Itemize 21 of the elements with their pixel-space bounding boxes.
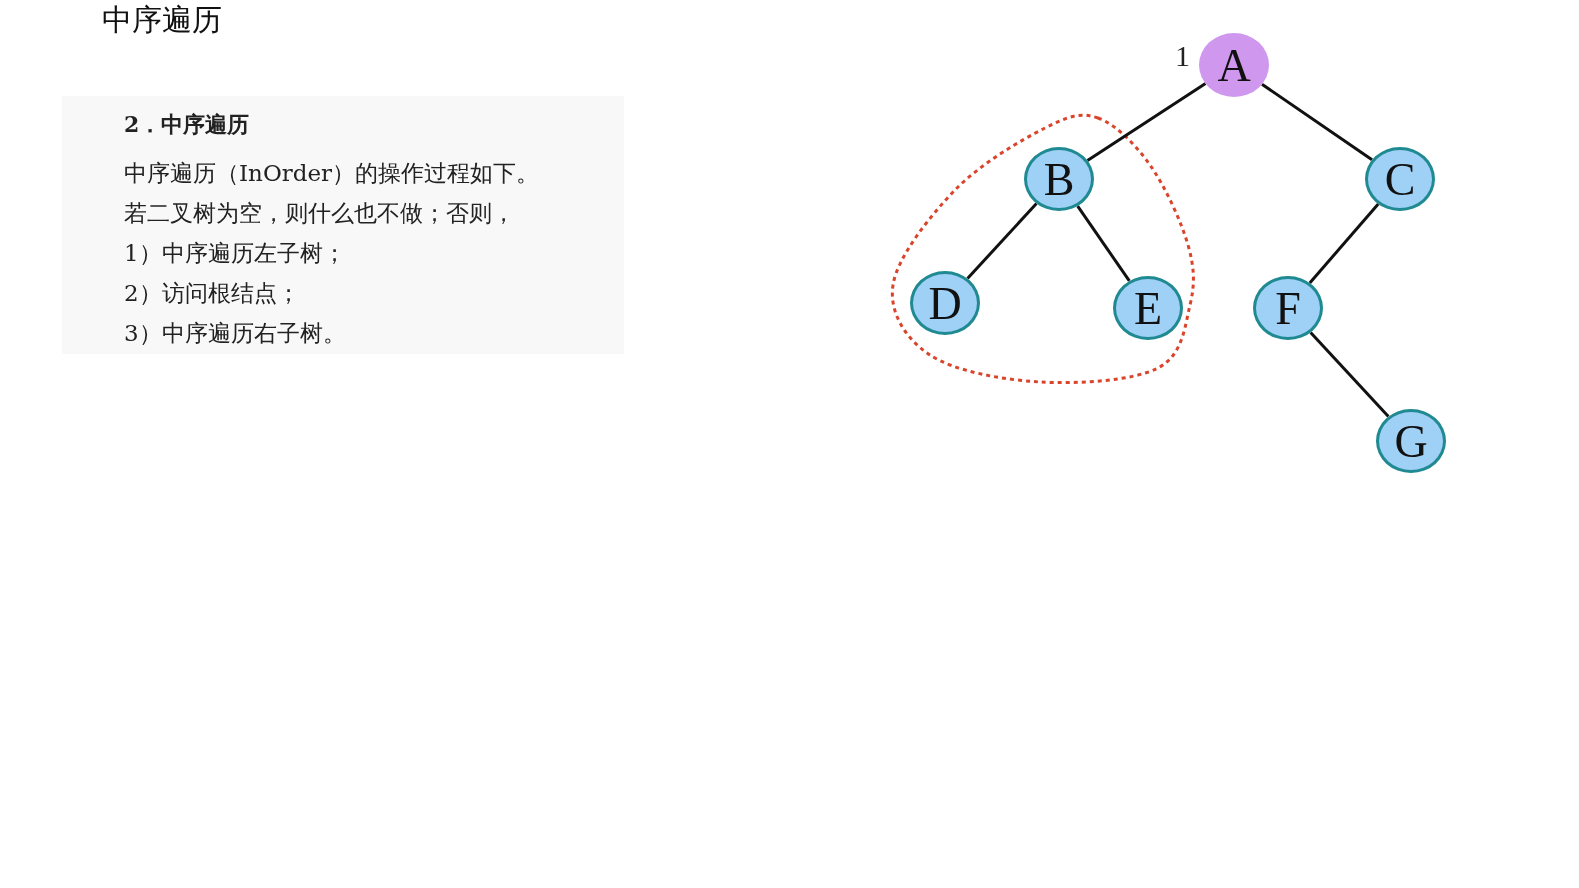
tree-edge [1308, 203, 1380, 284]
tree-edge [1076, 205, 1131, 282]
root-node-circle: A [1199, 33, 1269, 97]
tree-node-circle: G [1376, 409, 1446, 473]
text-line: 2）访问根结点； [124, 279, 300, 308]
text-line: 中序遍历（InOrder）的操作过程如下。 [124, 159, 540, 188]
tree-node-circle: B [1024, 147, 1094, 211]
text-line: 1）中序遍历左子树； [124, 239, 346, 268]
tree-node-circle: E [1113, 276, 1183, 340]
tree-edge [1086, 82, 1207, 162]
tree-node-circle: C [1365, 147, 1435, 211]
node-number: 1 [1175, 39, 1190, 73]
tree-edge [1261, 83, 1373, 161]
tree-node-circle: D [910, 271, 980, 335]
tree-edge [966, 202, 1038, 280]
tree-node-circle: F [1253, 276, 1323, 340]
section-heading: 2．中序遍历 [124, 110, 250, 139]
text-line: 3）中序遍历右子树。 [124, 319, 346, 348]
tree-edge [1309, 331, 1390, 418]
page-title: 中序遍历 [102, 1, 222, 39]
text-line: 若二叉树为空，则什么也不做；否则， [124, 199, 515, 228]
